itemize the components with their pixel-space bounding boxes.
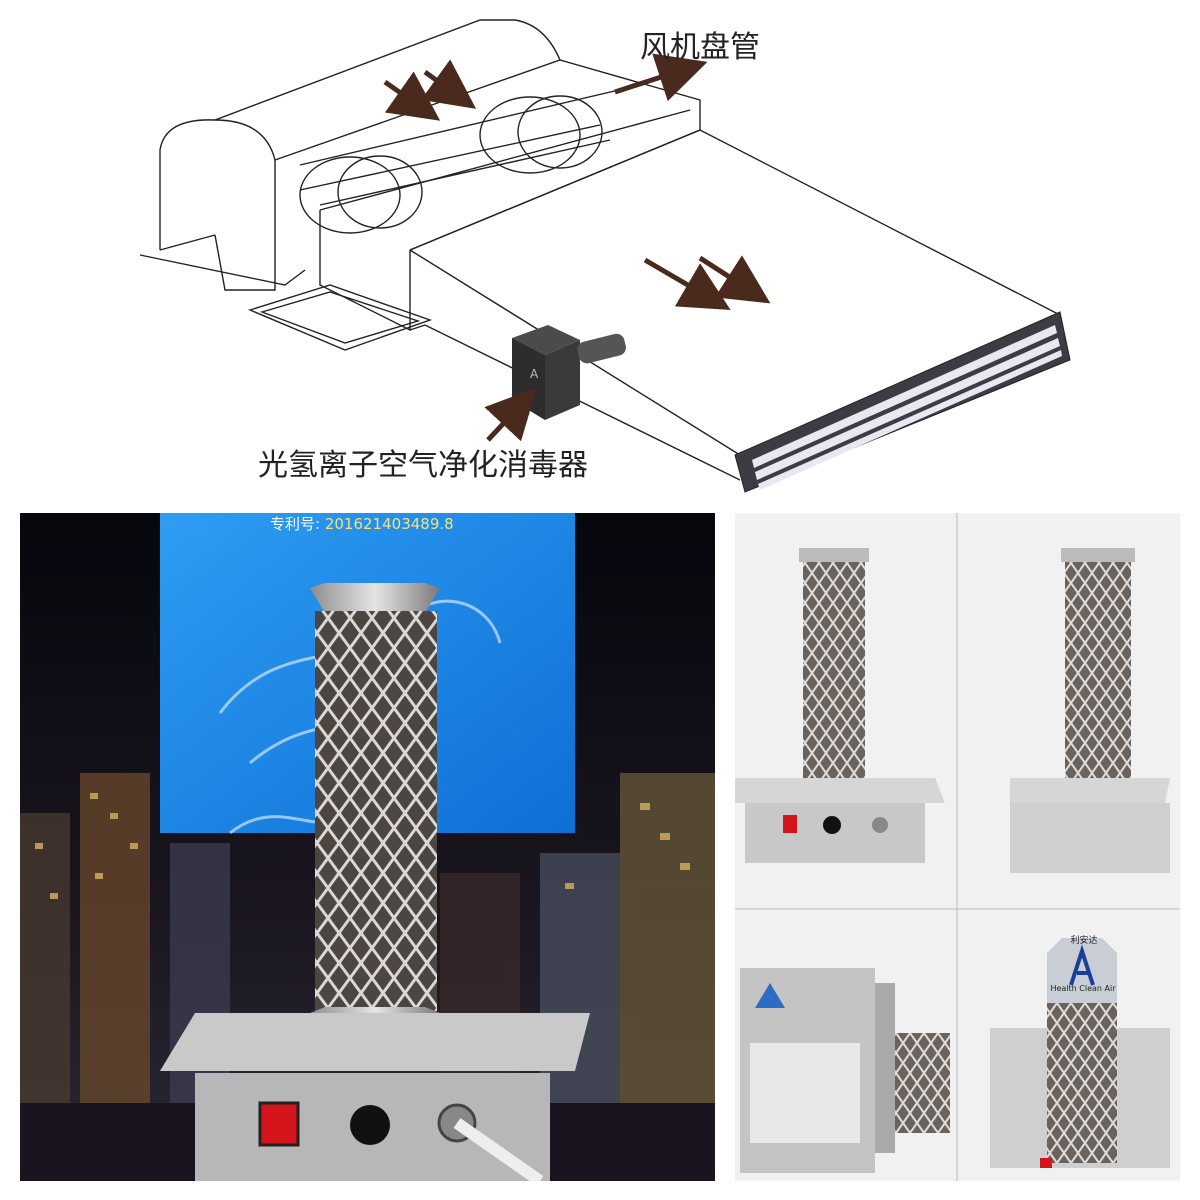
duct-illustration: A: [139, 19, 1071, 493]
view-side: [740, 968, 950, 1173]
pointer-arrow: [614, 53, 708, 102]
product-views: Health Clean Air 利安达: [735, 513, 1180, 1181]
logo-english: Health Clean Air: [1050, 984, 1116, 993]
fan-coil-label: 风机盘管: [640, 30, 760, 65]
purifier-base: [160, 1013, 590, 1181]
airflow-arrow: [698, 255, 771, 304]
product-photo-grid: Health Clean Air 利安达: [735, 513, 1180, 1181]
device-label: 光氢离子空气净化消毒器: [258, 448, 588, 483]
supply-grille: [734, 311, 1071, 493]
view-top: [990, 938, 1170, 1168]
purifier-in-duct: A: [512, 325, 626, 420]
logo-brand: 利安达: [1070, 934, 1097, 946]
svg-text:A: A: [530, 367, 539, 381]
patent-value: 201621403489.8: [324, 515, 454, 533]
fan-coil-diagram: A 风机盘管 光氢离子空气净化消毒器: [0, 0, 1200, 500]
power-switch[interactable]: [258, 1101, 300, 1147]
mesh-tube: [310, 583, 440, 1035]
view-front: [735, 548, 945, 863]
product-hero-photo: 专利号: 201621403489.8: [20, 513, 715, 1181]
patent-prefix: 专利号:: [270, 515, 321, 533]
view-back: [1010, 548, 1170, 873]
airflow-arrow: [420, 59, 477, 109]
night-city-scene: [20, 513, 715, 1181]
pointer-arrow: [484, 387, 537, 442]
indicator-hole: [350, 1105, 390, 1145]
patent-number: 专利号: 201621403489.8: [270, 513, 454, 534]
airflow-arrow: [383, 71, 441, 121]
airflow-arrow: [643, 257, 731, 311]
